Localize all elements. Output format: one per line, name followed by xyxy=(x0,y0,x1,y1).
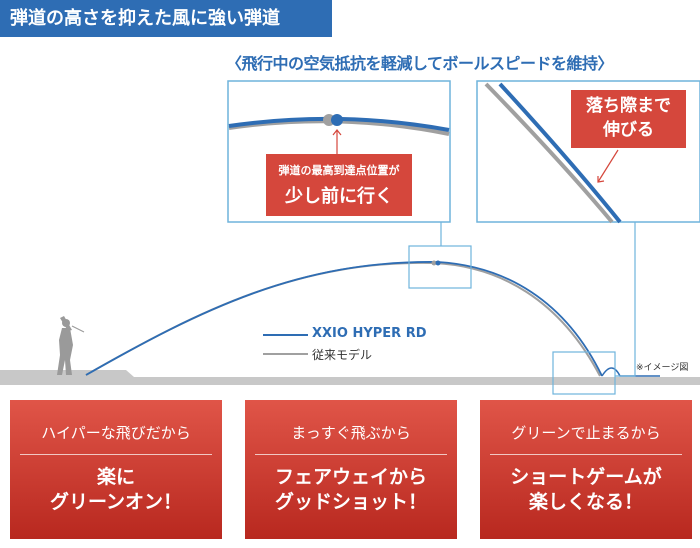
legend-xxio: XXIO HYPER RD xyxy=(312,326,427,341)
xxio-trajectory xyxy=(85,261,603,377)
benefit-panel-3: グリーンで止まるから ショートゲームが 楽しくなる！ xyxy=(480,400,692,539)
descent-callout: 落ち際まで 伸びる xyxy=(571,90,686,148)
descent-callout-line1: 落ち際まで xyxy=(586,96,671,116)
descent-marker-box xyxy=(552,351,616,395)
image-note: ※イメージ図 xyxy=(636,363,689,373)
legend-conventional: 従来モデル xyxy=(312,348,373,362)
apex-callout: 弾道の最高到達点位置が 少し前に行く xyxy=(266,154,412,216)
panel-main-1: フェアウェイから xyxy=(274,466,427,488)
panel-top: まっすぐ飛ぶから xyxy=(291,424,411,442)
subtitle: 〈飛行中の空気抵抗を軽減してボールスピードを維持〉 xyxy=(226,54,614,73)
apex-marker-box xyxy=(408,245,472,289)
golfer-icon xyxy=(57,316,85,375)
header-title: 弾道の高さを抑えた風に強い弾道 xyxy=(0,0,332,37)
panel-main-2: 楽しくなる！ xyxy=(528,491,643,513)
panel-main-2: グッドショット！ xyxy=(274,491,427,513)
panel-main-1: ショートゲームが xyxy=(510,466,662,488)
benefit-panel-2: まっすぐ飛ぶから フェアウェイから グッドショット！ xyxy=(245,400,457,539)
apex-callout-big: 少し前に行く xyxy=(285,186,393,207)
benefit-panel-1: ハイパーな飛びだから 楽に グリーンオン！ xyxy=(10,400,222,539)
descent-callout-line2: 伸びる xyxy=(603,120,654,140)
panel-main-1: 楽に xyxy=(96,466,135,488)
apex-callout-small: 弾道の最高到達点位置が xyxy=(278,164,400,177)
panel-top: ハイパーな飛びだから xyxy=(41,424,191,442)
panel-main-2: グリーンオン！ xyxy=(49,491,183,513)
ground xyxy=(0,377,700,385)
panel-top: グリーンで止まるから xyxy=(511,424,661,442)
